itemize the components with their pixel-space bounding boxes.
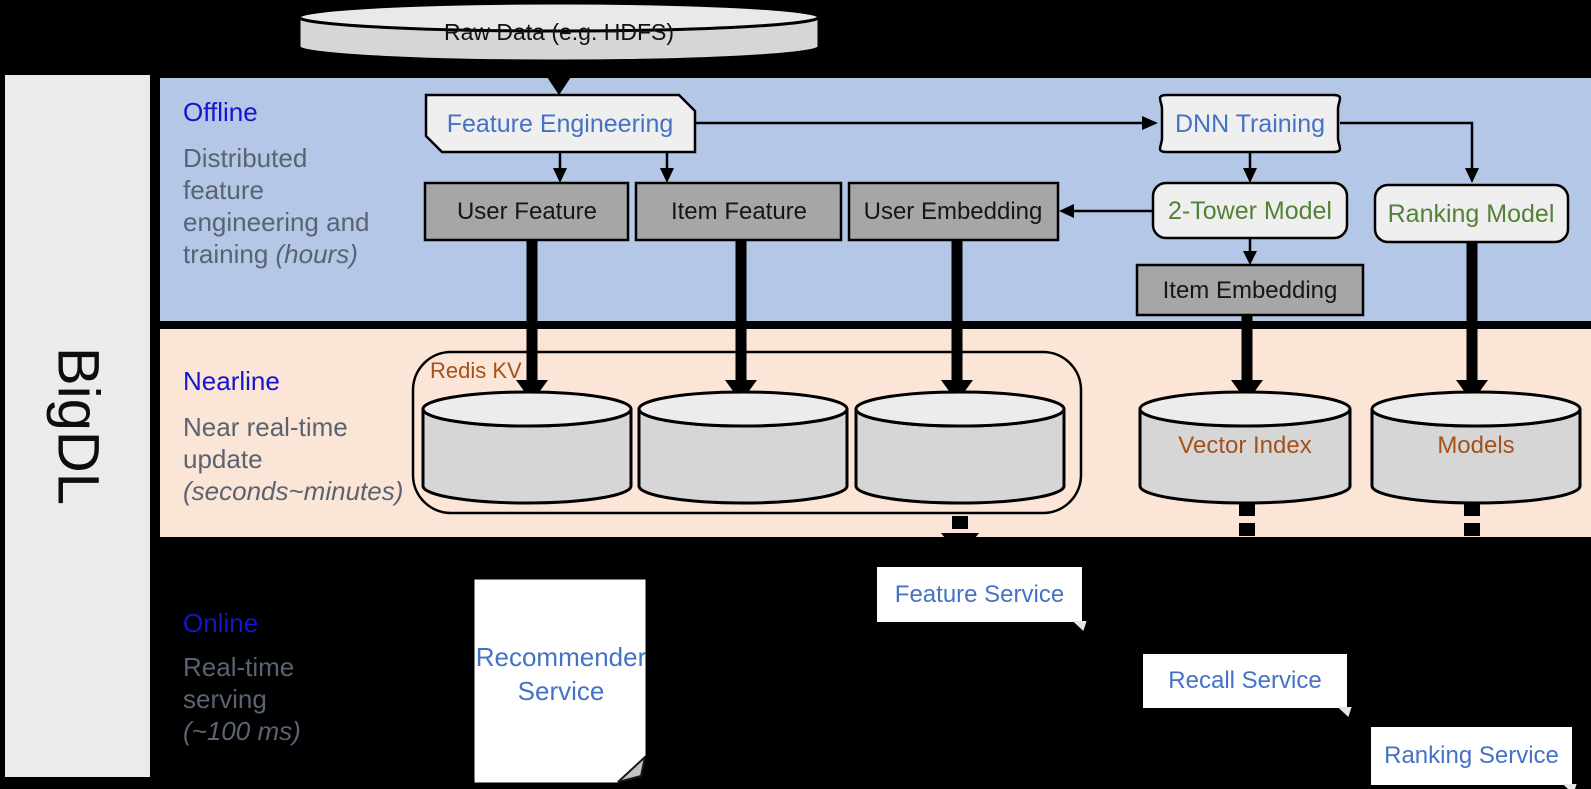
nearline-title: Nearline bbox=[183, 366, 280, 396]
online-description: Real-time serving (~100 ms) bbox=[183, 652, 301, 746]
dnn-training-label: DNN Training bbox=[1174, 110, 1326, 138]
dashed-link-models-to-ranking-service bbox=[1464, 503, 1480, 536]
dnn-training-shape bbox=[1158, 93, 1342, 154]
user-embedding-shape bbox=[847, 181, 1060, 242]
arrow-rawdata-to-feature-engineering bbox=[547, 62, 571, 95]
models-label: Models bbox=[1437, 432, 1515, 459]
ranking-model-label: Ranking Model bbox=[1387, 200, 1555, 228]
arrow-item-feature-to-kv bbox=[725, 240, 757, 402]
arrow-fe-to-dnn-training bbox=[695, 116, 1158, 130]
kv-cylinder-3 bbox=[854, 390, 1066, 505]
nearline-band-text: Nearline Near real-time update (seconds~… bbox=[183, 366, 403, 507]
dashed-link-vector-index-to-recall-service bbox=[1239, 503, 1255, 536]
recall-service-box: Recall Service bbox=[1143, 654, 1352, 717]
offline-description: Distributed feature engineering and trai… bbox=[183, 143, 370, 269]
arrow-two-tower-to-user-embedding bbox=[1059, 204, 1153, 218]
online-title: Online bbox=[183, 608, 259, 638]
redis-kv-container bbox=[411, 350, 1083, 515]
redis-kv-label: Redis KV bbox=[430, 358, 522, 383]
user-embedding-label: User Embedding bbox=[863, 198, 1043, 225]
item-embedding-label: Item Embedding bbox=[1162, 277, 1338, 304]
vector-index-label: Vector Index bbox=[1178, 432, 1312, 459]
user-feature-shape bbox=[423, 181, 630, 242]
arrow-dnn-to-two-tower bbox=[1243, 152, 1257, 183]
bigdl-brand-bar: BigDL bbox=[5, 75, 150, 777]
item-feature-shape bbox=[634, 181, 843, 242]
two-tower-model-label: 2-Tower Model bbox=[1168, 197, 1332, 225]
online-band-text: Online Real-time serving (~100 ms) bbox=[183, 608, 301, 747]
feature-service-label: Feature Service bbox=[894, 580, 1065, 608]
kv-cylinder-1 bbox=[421, 390, 633, 505]
feature-service-box: Feature Service bbox=[877, 567, 1087, 631]
arrow-ranking-model-to-models bbox=[1456, 242, 1488, 402]
offline-band-text: Offline Distributed feature engineering … bbox=[183, 97, 370, 270]
ranking-service-box: Ranking Service bbox=[1371, 727, 1577, 789]
recall-service-label: Recall Service bbox=[1168, 667, 1322, 694]
folded-corner bbox=[1559, 784, 1577, 789]
feature-engineering-shape bbox=[424, 93, 697, 154]
arrow-user-embedding-to-kv bbox=[941, 240, 973, 402]
vector-index-cylinder bbox=[1138, 390, 1352, 505]
arrow-dnn-to-ranking-model bbox=[1340, 121, 1479, 183]
feature-engineering-label: Feature Engineering bbox=[446, 110, 674, 138]
ranking-service-label: Ranking Service bbox=[1384, 742, 1559, 769]
item-feature-label: Item Feature bbox=[670, 198, 808, 225]
recommender-service-label: Recommender Service bbox=[475, 642, 647, 706]
arrow-fe-to-user-feature bbox=[553, 152, 567, 183]
raw-data-cylinder bbox=[297, 1, 821, 63]
arrow-fe-to-item-feature bbox=[660, 152, 674, 183]
nearline-description: Near real-time update (seconds~minutes) bbox=[183, 412, 404, 506]
kv-cylinder-2 bbox=[637, 390, 849, 505]
offline-title: Offline bbox=[183, 97, 258, 127]
raw-data-label: Raw Data (e.g. HDFS) bbox=[443, 19, 675, 45]
recommender-service-document bbox=[474, 579, 647, 783]
models-cylinder bbox=[1370, 390, 1582, 505]
user-feature-label: User Feature bbox=[456, 198, 598, 225]
arrow-two-tower-to-item-embedding bbox=[1243, 238, 1257, 265]
dashed-arrow-kv-to-feature-service bbox=[941, 516, 979, 557]
arrow-item-embedding-to-vector-index bbox=[1231, 315, 1263, 402]
